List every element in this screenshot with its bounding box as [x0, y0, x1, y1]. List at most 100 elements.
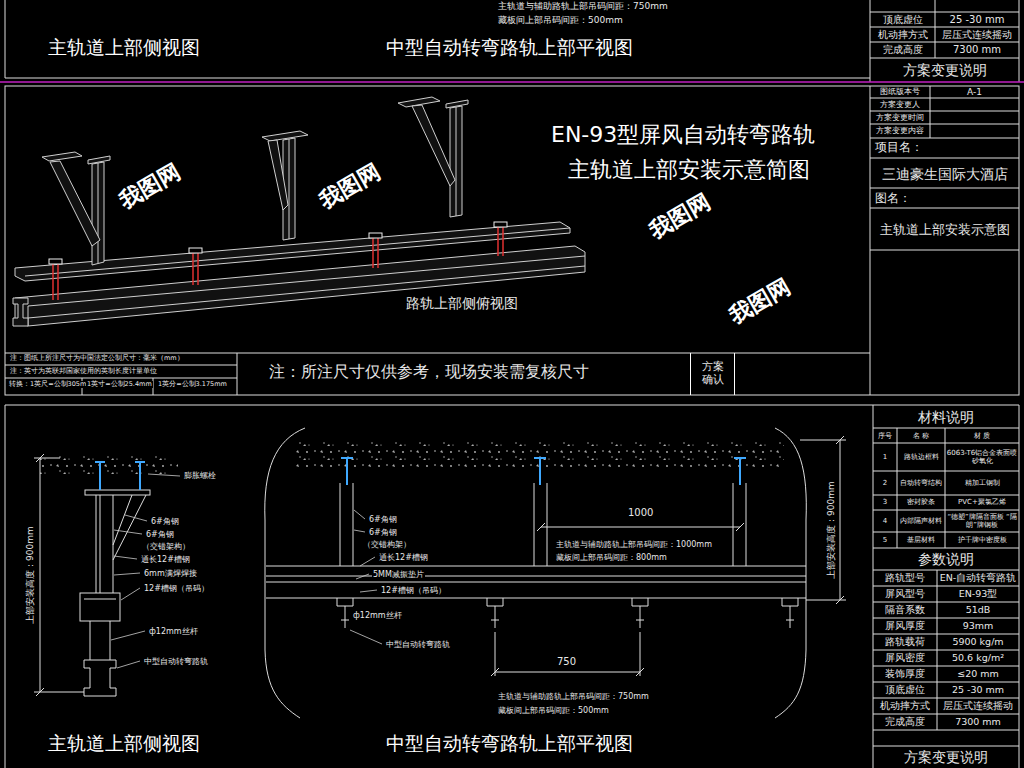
top-sheet-frame-part	[870, 42, 1019, 43]
plan-view-assembly-part	[836, 436, 844, 444]
table-cell: 4	[873, 510, 897, 532]
bolt-caps-part	[189, 248, 202, 253]
side-view-assembly-part	[34, 458, 60, 459]
table-cell: PVC+聚氯乙烯	[945, 495, 1019, 510]
table-cell: 机动摔方式	[873, 698, 937, 714]
side-view-bolts-part	[99, 462, 101, 490]
table-cell: 7300 mm	[935, 42, 1019, 58]
plan-view-assembly-part	[786, 620, 794, 621]
side-view-assembly-part	[96, 495, 97, 593]
bottom-sheet-frame-part	[873, 650, 1019, 651]
middle-sheet-frame-part	[870, 250, 1019, 251]
plan-view-assembly-part	[345, 606, 346, 628]
part-label: 6mm满焊焊接	[143, 569, 198, 578]
rail-3d-illustration-part	[98, 163, 99, 263]
side-view-assembly-part	[40, 458, 41, 692]
bottom-sheet-frame-part	[5, 405, 6, 768]
plan-view-assembly-part	[265, 428, 305, 718]
dimension-note: 藏板间上部吊码间距：500mm	[497, 15, 624, 25]
watermark: 我图网	[315, 158, 385, 213]
middle-sheet-frame-part	[870, 86, 871, 395]
top-sheet-frame-part	[870, 12, 1019, 13]
view-title: 中型自动转弯路轨上部平视图	[385, 37, 634, 59]
plan-view-assembly-part	[337, 598, 353, 606]
table-cell: 6063-T6铝合金表面喷砂氧化	[945, 443, 1019, 471]
bottom-sheet-frame-part	[873, 428, 1019, 429]
plan-view-assembly-part	[537, 523, 545, 531]
plan-view-bolts-part	[539, 458, 541, 485]
plan-view-assembly-part	[266, 582, 806, 583]
table-cell: 精加工钢制	[945, 471, 1019, 495]
side-view-assembly-part	[85, 490, 150, 495]
table-cell: 5900 kg/m	[937, 634, 1019, 650]
table-cell: 路轨载荷	[873, 634, 937, 650]
middle-sheet-frame-part	[870, 111, 1019, 112]
bottom-sheet-frame-part	[873, 682, 1019, 683]
plan-view-assembly-part	[840, 440, 841, 600]
plan-view-assembly	[265, 428, 846, 718]
part-label: 通长12#槽钢	[378, 553, 429, 562]
side-view-leaders-part	[121, 588, 140, 600]
table-cell: A-1	[930, 86, 1019, 98]
part-label: 6#角钢	[368, 515, 398, 524]
part-label: 中型自动转弯路轨	[385, 640, 451, 649]
table-cell: ≤20 mm	[937, 666, 1019, 682]
plan-view-assembly-part	[636, 620, 644, 621]
table-cell: 基层材料	[897, 532, 945, 548]
side-view-leaders-part	[111, 631, 145, 640]
table-cell: 项目名：	[874, 141, 924, 155]
table-cell: 完成高度	[870, 42, 935, 58]
table-cell: 顶底虚位	[873, 682, 937, 698]
side-view-assembly-part	[113, 495, 132, 545]
view-title: 主轨道上部侧视图	[47, 37, 201, 59]
bottom-sheet-frame-part	[873, 495, 1019, 496]
table-cell: 方案变更内容	[870, 124, 930, 138]
table-cell: 路轨边框料	[897, 443, 945, 471]
bottom-sheet-frame-part	[873, 730, 1019, 731]
part-label: ф12mm丝杆	[148, 627, 199, 636]
bottom-sheet-frame-part	[945, 428, 946, 548]
part-label: 5MM减振垫片	[372, 570, 425, 579]
bottom-sheet-frame-part	[873, 532, 1019, 533]
part-label: 中型自动转弯路轨	[143, 657, 209, 666]
dimension-note: 1000	[627, 507, 654, 519]
table-cell: 自动转弯结构	[897, 471, 945, 495]
plan-view-assembly-part	[736, 523, 744, 531]
side-view-assembly-part	[100, 495, 101, 593]
bottom-sheet-frame-part	[873, 634, 1019, 635]
table-cell: 7300 mm	[937, 714, 1019, 730]
sheet-note: 注：所注尺寸仅供参考，现场安装需复核尺寸	[268, 363, 590, 381]
middle-sheet-frame-part	[870, 98, 1019, 99]
table-cell: 25 -30 mm	[937, 682, 1019, 698]
part-label: 6#角钢	[145, 530, 175, 539]
sheet-note: 1英寸=公制25.4mm	[86, 381, 153, 388]
side-view-bolts	[95, 462, 145, 490]
plan-view-assembly-part	[836, 596, 844, 604]
middle-sheet-frame-part	[5, 365, 237, 366]
sheet-note: 注：英寸为英联邦国家使用的英制长度计量单位	[9, 368, 158, 375]
bottom-sheet-frame-part	[897, 428, 898, 548]
bottom-sheet-frame-part	[873, 746, 1019, 747]
table-cell: 序号	[873, 429, 897, 443]
top-sheet-frame-part	[935, 0, 936, 58]
red-bolts-part	[192, 253, 194, 285]
plan-view-assembly-part	[632, 598, 648, 606]
table-cell: 名 称	[897, 429, 945, 443]
drawing-title: 主轨道上部安装示意简图	[567, 157, 811, 182]
red-bolts-part	[52, 264, 54, 300]
middle-sheet-frame-part	[5, 86, 1019, 395]
table-cell: “德塑”牌隔音面板 “隔朗”牌钢板	[945, 510, 1019, 532]
side-view-assembly-part	[34, 692, 84, 693]
top-sheet-frame-part	[5, 78, 870, 79]
bottom-sheet-frame-part	[873, 618, 1019, 619]
bolt-caps	[49, 222, 507, 264]
side-view-assembly-part	[84, 660, 116, 696]
side-view-leaders-part	[148, 474, 180, 476]
plan-view-assembly-part	[491, 668, 499, 676]
watermark: 我图网	[115, 158, 185, 213]
rail-3d-illustration-part	[456, 107, 457, 216]
middle-sheet-frame-part	[870, 158, 1019, 159]
plan-view-bolts-part	[346, 458, 348, 485]
sheet-note: 注：图纸上所注尺寸为中国法定公制尺寸：毫米（mm）	[9, 355, 185, 362]
view-title: 主轨道上部侧视图	[47, 733, 201, 755]
